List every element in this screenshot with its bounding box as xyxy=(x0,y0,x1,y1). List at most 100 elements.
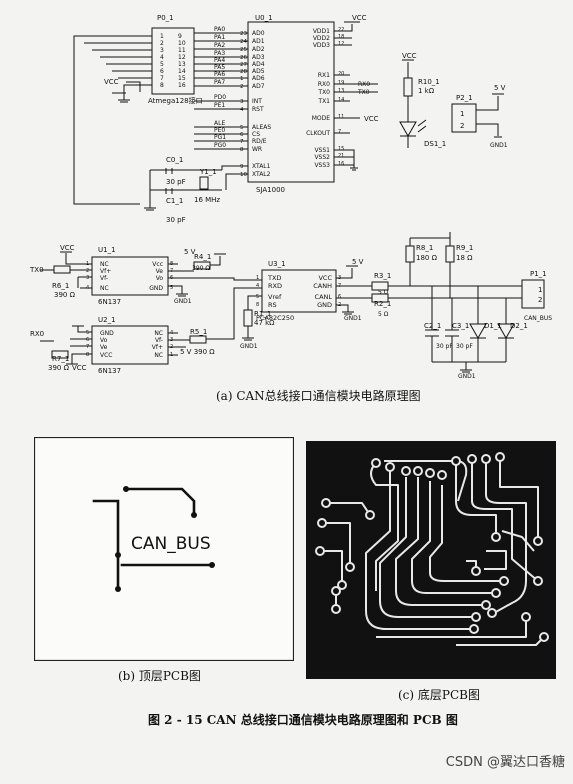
p0-pin-number: 12 xyxy=(178,54,186,61)
r6-value: 390 Ω xyxy=(54,291,76,299)
c3-value: 30 pF xyxy=(456,343,473,350)
u0-port-label: PE1 xyxy=(214,102,225,109)
u2-pin-number: 2 xyxy=(170,344,173,350)
bottom-trace xyxy=(376,617,527,638)
c1-ref: C1_1 xyxy=(166,197,183,205)
bottom-pad xyxy=(539,632,549,642)
u3-5v: 5 V xyxy=(352,258,364,266)
u2-6n137-body xyxy=(91,325,169,365)
bottom-trace xyxy=(379,477,476,618)
bottom-pad xyxy=(425,468,435,478)
r10-ref: R10_1 xyxy=(418,78,440,86)
ds1-ref: DS1_1 xyxy=(424,140,446,148)
r3-ref: R3_1 xyxy=(374,272,391,280)
p0-pin-number: 1 xyxy=(160,33,164,40)
u0-pin-name: TX1 xyxy=(317,98,330,105)
u3-pin-name: GND xyxy=(317,301,332,309)
r2-value: 5 Ω xyxy=(378,311,389,318)
schematic-caption: (a) CAN总线接口通信模块电路原理图 xyxy=(216,389,421,403)
bottom-pad xyxy=(371,458,381,468)
c0-ref: C0_1 xyxy=(166,156,183,164)
u1-ref: U1_1 xyxy=(98,246,116,254)
r6-ref: R6_1 xyxy=(52,282,69,290)
u0-pin-number: 21 xyxy=(338,153,344,159)
u0-pin-name: CS xyxy=(252,131,260,138)
u3-pin-number: 1 xyxy=(256,275,259,281)
bottom-pad xyxy=(521,612,531,622)
u3-pin-name: CANH xyxy=(313,282,332,290)
u0-pin-name: VSS1 xyxy=(314,147,330,154)
bottom-pad xyxy=(365,510,375,520)
bottom-pad xyxy=(495,452,505,462)
u0-port-label: PG0 xyxy=(214,142,226,149)
u0-pin-number: 20 xyxy=(338,71,344,77)
u0-pin-name: VSS2 xyxy=(314,154,330,161)
bottom-trace xyxy=(411,481,496,594)
p0-pin-number: 5 xyxy=(160,61,164,68)
p0-pin-number: 13 xyxy=(178,61,186,68)
u2-pin-number: 1 xyxy=(170,352,173,358)
u0-pin-name: AD5 xyxy=(252,68,265,75)
u0-pin-name: VDD3 xyxy=(313,42,330,49)
c1-value: 30 pF xyxy=(166,216,186,224)
u2-pin-number: 7 xyxy=(86,344,89,350)
r7-vcc: VCC xyxy=(72,364,87,372)
bottom-pad xyxy=(471,612,481,622)
bottom-pad xyxy=(331,604,341,614)
u0-pin-name: RD/E xyxy=(252,138,267,145)
bottom-trace xyxy=(429,485,504,582)
u0-pin-number: 3 xyxy=(240,99,244,105)
u3-pin-name: RS xyxy=(268,301,277,309)
r1-value: 47 kΩ xyxy=(254,319,275,327)
u2-pin-number: 4 xyxy=(170,330,173,336)
top-pcb-view: CAN_BUS xyxy=(34,437,294,661)
bottom-pad xyxy=(467,454,477,464)
p0-pin-number: 10 xyxy=(178,40,186,47)
net-tx0-u0: TX0 xyxy=(357,89,370,96)
r5-ref: R5_1 xyxy=(190,328,207,336)
p2-gnd: GND1 xyxy=(490,142,508,149)
p1-canbus-connector-body xyxy=(521,279,545,309)
u1-pin-number: 1 xyxy=(86,261,89,267)
r8-ref: R8_1 xyxy=(416,244,433,252)
u3-pin-number: 6 xyxy=(338,294,341,300)
u0-pin-number: 18 xyxy=(338,34,344,40)
p0-header-body xyxy=(151,27,195,95)
u0-pin-name: AD0 xyxy=(252,30,265,37)
u0-pin-name: AD7 xyxy=(252,83,265,90)
bottom-trace xyxy=(499,459,539,541)
u0-pin-name: RX1 xyxy=(318,72,330,79)
u2-pin-number: 6 xyxy=(86,337,89,343)
c0-value: 30 pF xyxy=(166,178,186,186)
u1-pin-number: 8 xyxy=(170,261,173,267)
u1-pin-name: NC xyxy=(100,261,109,268)
u0-port-label: PA1 xyxy=(214,34,225,41)
u3-part: PCA82C250 xyxy=(256,314,294,322)
u3-pin-name: VCC xyxy=(318,274,332,282)
u0-pin-number: 6 xyxy=(240,132,244,138)
u3-pin-number: 3 xyxy=(338,275,341,281)
p0-pin-number: 16 xyxy=(178,82,186,89)
u0-part: SJA1000 xyxy=(256,186,285,194)
net-tx0: TX0 xyxy=(29,266,44,274)
u1-pin-number: 5 xyxy=(170,285,173,291)
top-via xyxy=(115,586,121,592)
bottom-gnd: GND1 xyxy=(458,373,476,380)
u0-pin-name: AD3 xyxy=(252,54,265,61)
u3-gnd: GND1 xyxy=(344,315,362,322)
u0-pin-number: 23 xyxy=(240,31,247,37)
r10-vcc: VCC xyxy=(402,52,417,60)
r8-value: 180 Ω xyxy=(416,254,438,262)
u0-pin-number: 7 xyxy=(240,139,244,145)
u1-vcc: VCC xyxy=(60,244,75,252)
r9-ref: R9_1 xyxy=(456,244,473,252)
u0-pin-number: 26 xyxy=(240,55,247,61)
u0-pin-name: MODE xyxy=(312,115,331,122)
u0-pin-name: VSS3 xyxy=(314,162,330,169)
u0-pin-number: 14 xyxy=(338,97,344,103)
u2-ref: U2_1 xyxy=(98,316,116,324)
c3-ref: C3_1 xyxy=(452,322,469,330)
u3-pin-name: CANL xyxy=(315,293,333,301)
bottom-trace xyxy=(365,471,474,630)
